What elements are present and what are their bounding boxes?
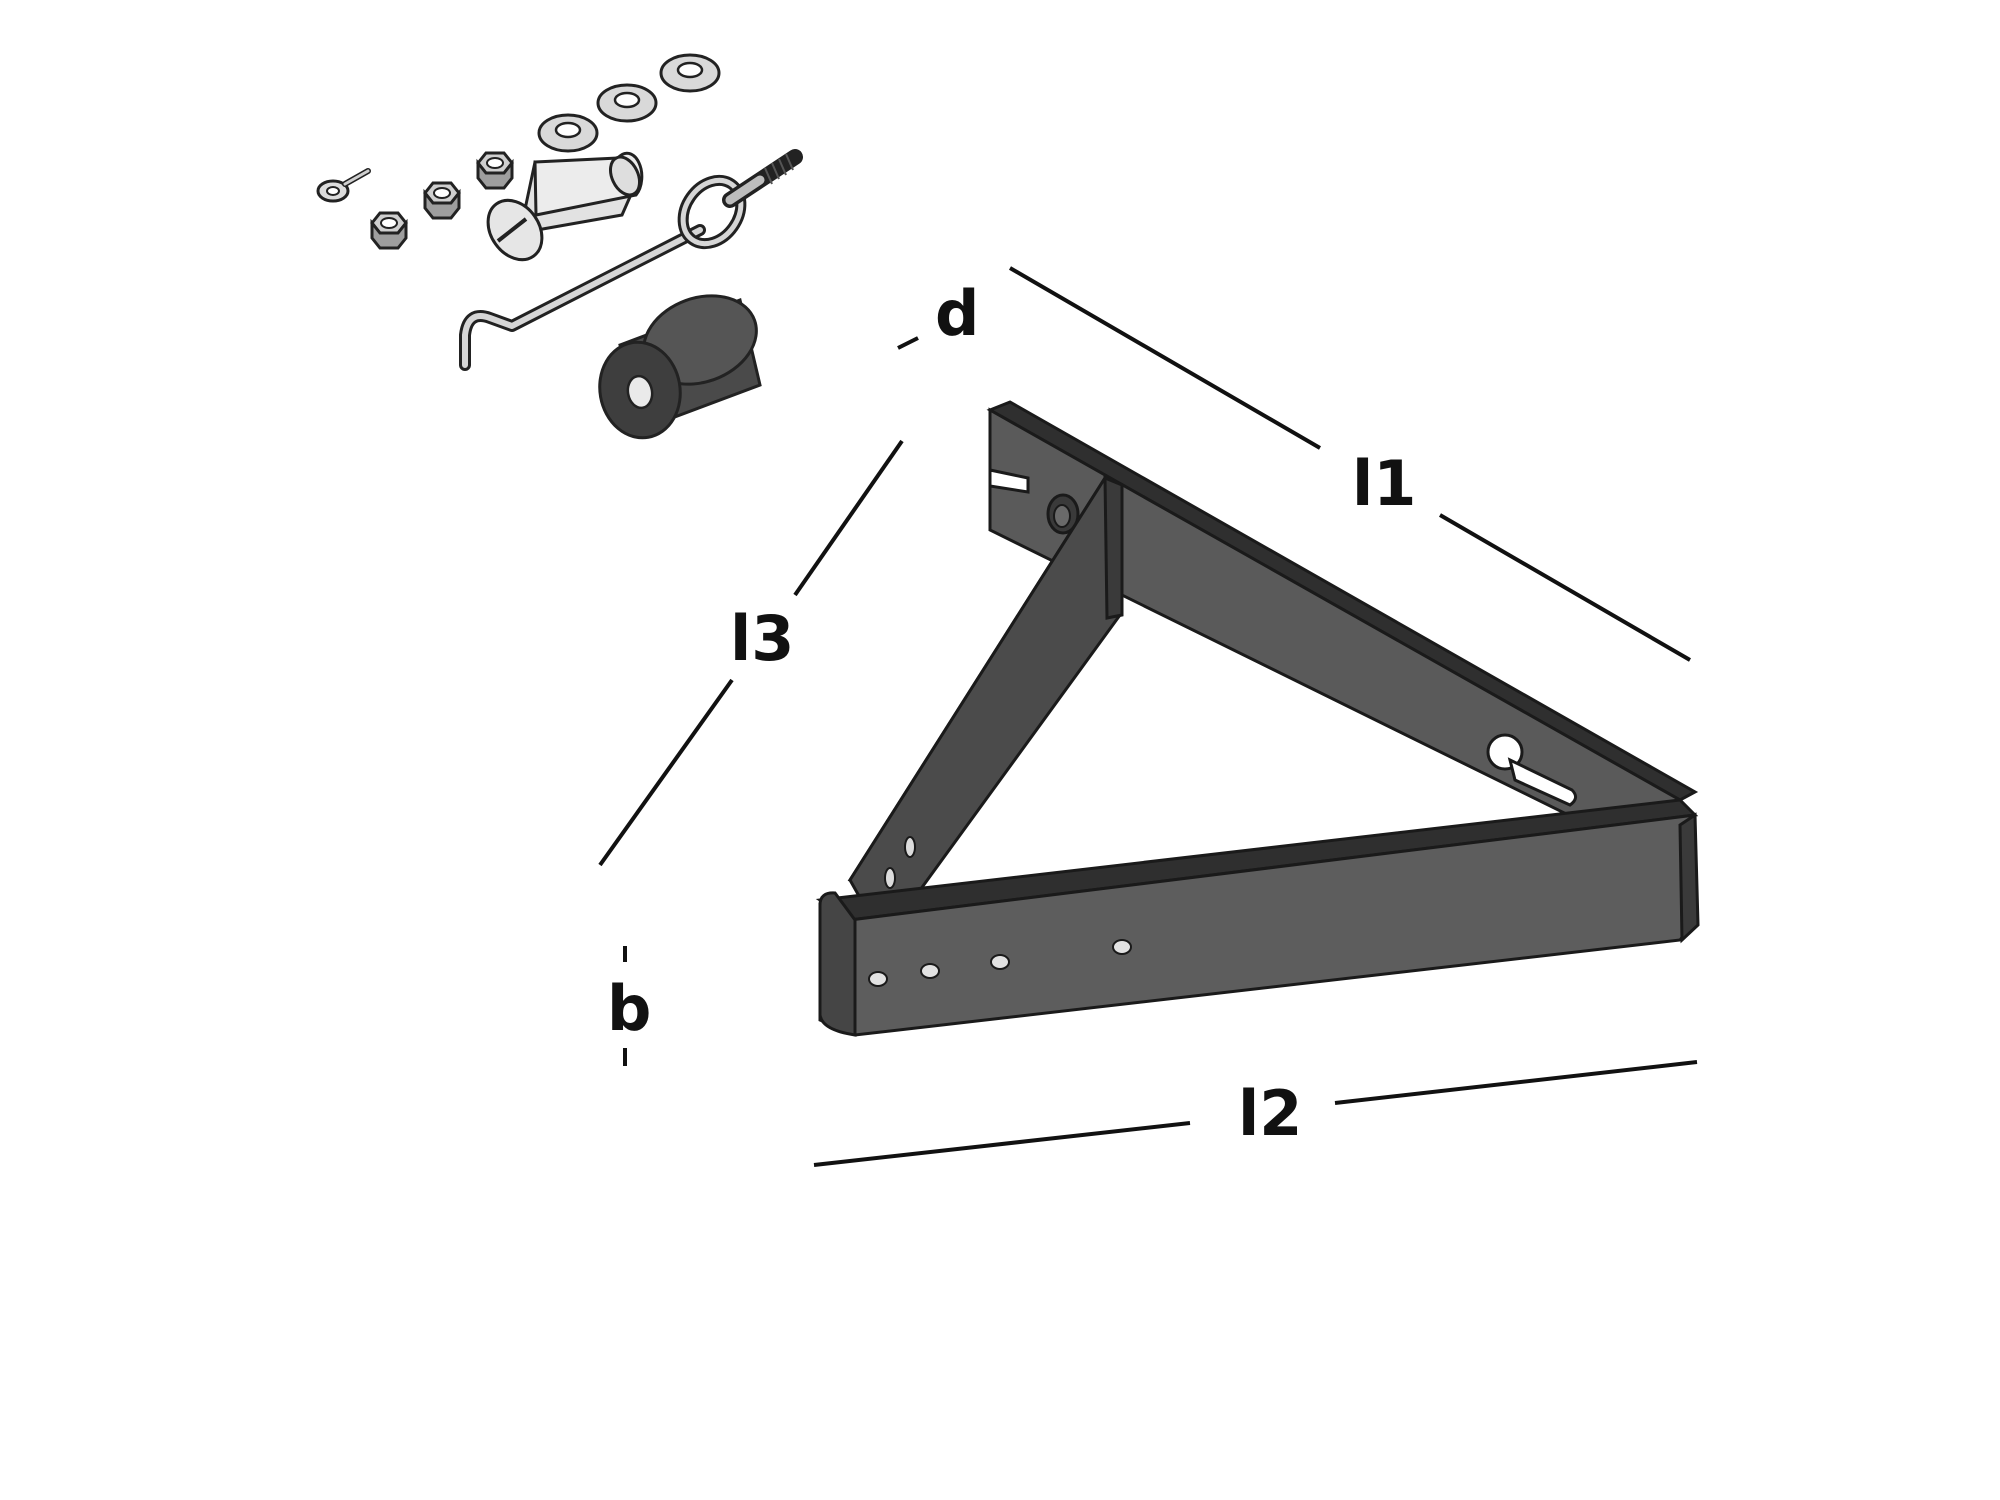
dim-label-l1: l1 (1352, 447, 1416, 520)
dim-label-b: b (607, 972, 651, 1045)
dim-line-l3-upper (793, 439, 904, 597)
dim-line-d (897, 336, 919, 350)
eye-bolt (316, 168, 371, 203)
dim-line-l2-right (1334, 1060, 1698, 1105)
washer (659, 53, 721, 93)
washer (596, 83, 658, 123)
dim-label-d: d (935, 277, 979, 350)
dim-line-l2-left (813, 1121, 1191, 1167)
keyhole-slot (1486, 733, 1577, 807)
hook-rod (459, 149, 803, 371)
dim-line-l1-upper (1008, 266, 1322, 450)
hardware-parts (316, 53, 803, 440)
dim-line-l3-lower (598, 678, 734, 867)
dimension-annotations: d l1 l3 b l2 (598, 266, 1698, 1167)
rubber-stop (598, 294, 762, 440)
dim-line-l1-lower (1438, 513, 1692, 662)
triangle-bracket (815, 400, 1700, 1037)
hex-nut (423, 181, 461, 220)
dim-label-l2: l2 (1238, 1077, 1302, 1150)
dim-label-l3: l3 (730, 602, 794, 675)
hex-nut (370, 211, 408, 250)
washer (537, 113, 599, 153)
hex-nut (476, 151, 514, 190)
slotted-pin (486, 151, 644, 262)
